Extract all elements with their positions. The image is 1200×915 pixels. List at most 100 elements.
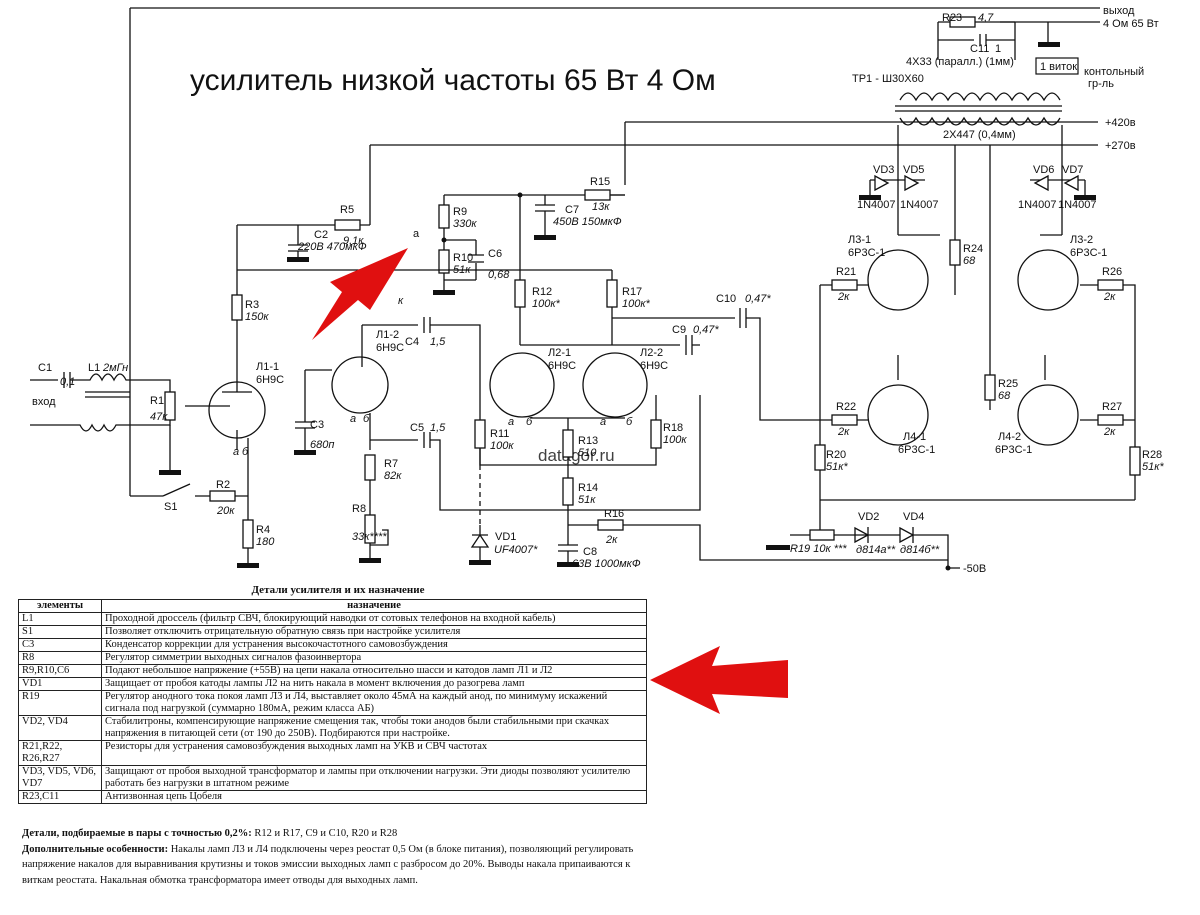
r22-label: R22	[836, 401, 856, 413]
l2-2-pin-b: б	[626, 416, 633, 428]
r24-label: R24	[963, 243, 983, 255]
table-header-purpose: назначение	[101, 599, 647, 613]
transformer-primary-winding	[899, 116, 1061, 126]
resistor-r23	[949, 16, 976, 28]
r27-value: 2к	[1103, 426, 1116, 438]
ground-symbol	[557, 562, 579, 567]
capacitor-c11	[938, 34, 1015, 46]
l1-2-type: 6Н9С	[376, 342, 404, 354]
r15-value: 13к	[592, 201, 610, 213]
vd1-label: VD1	[495, 531, 516, 543]
resistor-r20	[814, 444, 826, 471]
ground-symbol	[287, 257, 309, 262]
red-arrow-schematic	[312, 248, 408, 340]
c3-label: C3	[310, 419, 324, 431]
table-caption: Детали усилителя и их назначение	[251, 584, 425, 596]
ground-symbol	[1074, 195, 1096, 200]
c8-label: C8	[583, 546, 597, 558]
c11-value: 1	[995, 43, 1001, 55]
r18-value: 100к	[663, 434, 687, 446]
r27-label: R27	[1102, 401, 1122, 413]
notes-block: Детали, подбираемые в пары с точностью 0…	[22, 826, 662, 888]
tube-l2-2	[582, 352, 648, 418]
c10-label: C10	[716, 293, 736, 305]
c4-label: C4	[405, 336, 419, 348]
r10-label: R10	[453, 252, 473, 264]
resistor-r7	[364, 454, 376, 481]
supply-420-label: +420в	[1105, 117, 1136, 129]
r13-label: R13	[578, 435, 598, 447]
c7-label: C7	[565, 204, 579, 216]
extra-note-text: Накалы ламп Л3 и Л4 подключены через рео…	[22, 843, 634, 886]
resistor-r21	[831, 279, 858, 291]
row-purpose: Антизвонная цепь Цобеля	[101, 790, 647, 804]
r7-label: R7	[384, 458, 398, 470]
r25-value: 68	[998, 390, 1011, 402]
r9-value: 330к	[453, 218, 477, 230]
c9-value: 0,47*	[693, 324, 719, 336]
r1-label: R1	[150, 395, 164, 407]
vd1-value: UF4007*	[494, 544, 538, 556]
ground-symbol	[433, 290, 455, 295]
r4-label: R4	[256, 524, 270, 536]
r23-value: 4,7	[978, 12, 994, 24]
pairs-note-text: R12 и R17, C9 и C10, R20 и R28	[251, 828, 398, 839]
resistor-r14	[562, 477, 574, 506]
r26-label: R26	[1102, 266, 1122, 278]
l4-2-type: 6Р3С-1	[995, 444, 1032, 456]
r13-value: 510	[578, 447, 597, 459]
r21-value: 2к	[837, 291, 850, 303]
diode-vd1	[470, 533, 490, 548]
ground-symbol	[1038, 42, 1060, 47]
row-purpose: Регулятор анодного тока покоя ламп Л3 и …	[101, 690, 647, 716]
r24-value: 68	[963, 255, 976, 267]
control-label-2: гр-ль	[1088, 78, 1114, 90]
vd6-type: 1N4007	[1018, 199, 1057, 211]
tube-l3-1	[867, 249, 929, 311]
ground-symbol	[534, 235, 556, 240]
row-purpose: Защищают от пробоя выходной трансформато…	[101, 765, 647, 791]
resistor-r24	[949, 239, 961, 266]
transformer-secondary-winding	[899, 92, 1061, 102]
vd1-wiring	[472, 525, 488, 560]
l1-1-pin-b: б	[242, 446, 249, 458]
coupling-caps	[520, 308, 820, 421]
vd2-label: VD2	[858, 511, 879, 523]
resistor-r11	[474, 419, 486, 449]
c4-value: 1,5	[430, 336, 446, 348]
vd3-type: 1N4007	[857, 199, 896, 211]
output-wire	[1000, 21, 1100, 42]
l2-cathode-wiring	[479, 395, 948, 561]
capacitor-c2	[288, 244, 308, 257]
parts-table-block: Детали усилителя и их назначение элемент…	[18, 584, 658, 804]
r17-value: 100к*	[622, 298, 651, 310]
input-circuit	[30, 372, 171, 432]
r23-label: R23	[942, 12, 962, 24]
l1-1-label: Л1-1	[256, 361, 279, 373]
r1-value: 47к	[150, 411, 168, 423]
row-purpose: Стабилитроны, компенсирующие напряжение …	[101, 715, 647, 741]
r12-label: R12	[532, 286, 552, 298]
supply-270	[369, 144, 1098, 225]
c10-value: 0,47*	[745, 293, 771, 305]
r15-label: R15	[590, 176, 610, 188]
r22-value: 2к	[837, 426, 850, 438]
l4-1-label: Л4-1	[903, 431, 926, 443]
row-element: R23,C11	[18, 790, 102, 804]
c9-label: C9	[672, 324, 686, 336]
l1-2-pin-a: а	[350, 413, 356, 425]
s1-label: S1	[164, 501, 177, 513]
r20-label: R20	[826, 449, 846, 461]
l4-1-type: 6Р3С-1	[898, 444, 935, 456]
r5-label: R5	[340, 204, 354, 216]
l2-1-type: 6Н9С	[548, 360, 576, 372]
resistor-r16	[597, 519, 624, 531]
row-element: R8	[18, 651, 102, 665]
vd4-value: д814б**	[900, 544, 940, 556]
c6-value: 0,68	[488, 269, 510, 281]
transformer-core	[895, 105, 1062, 112]
l1-1-type: 6Н9С	[256, 374, 284, 386]
